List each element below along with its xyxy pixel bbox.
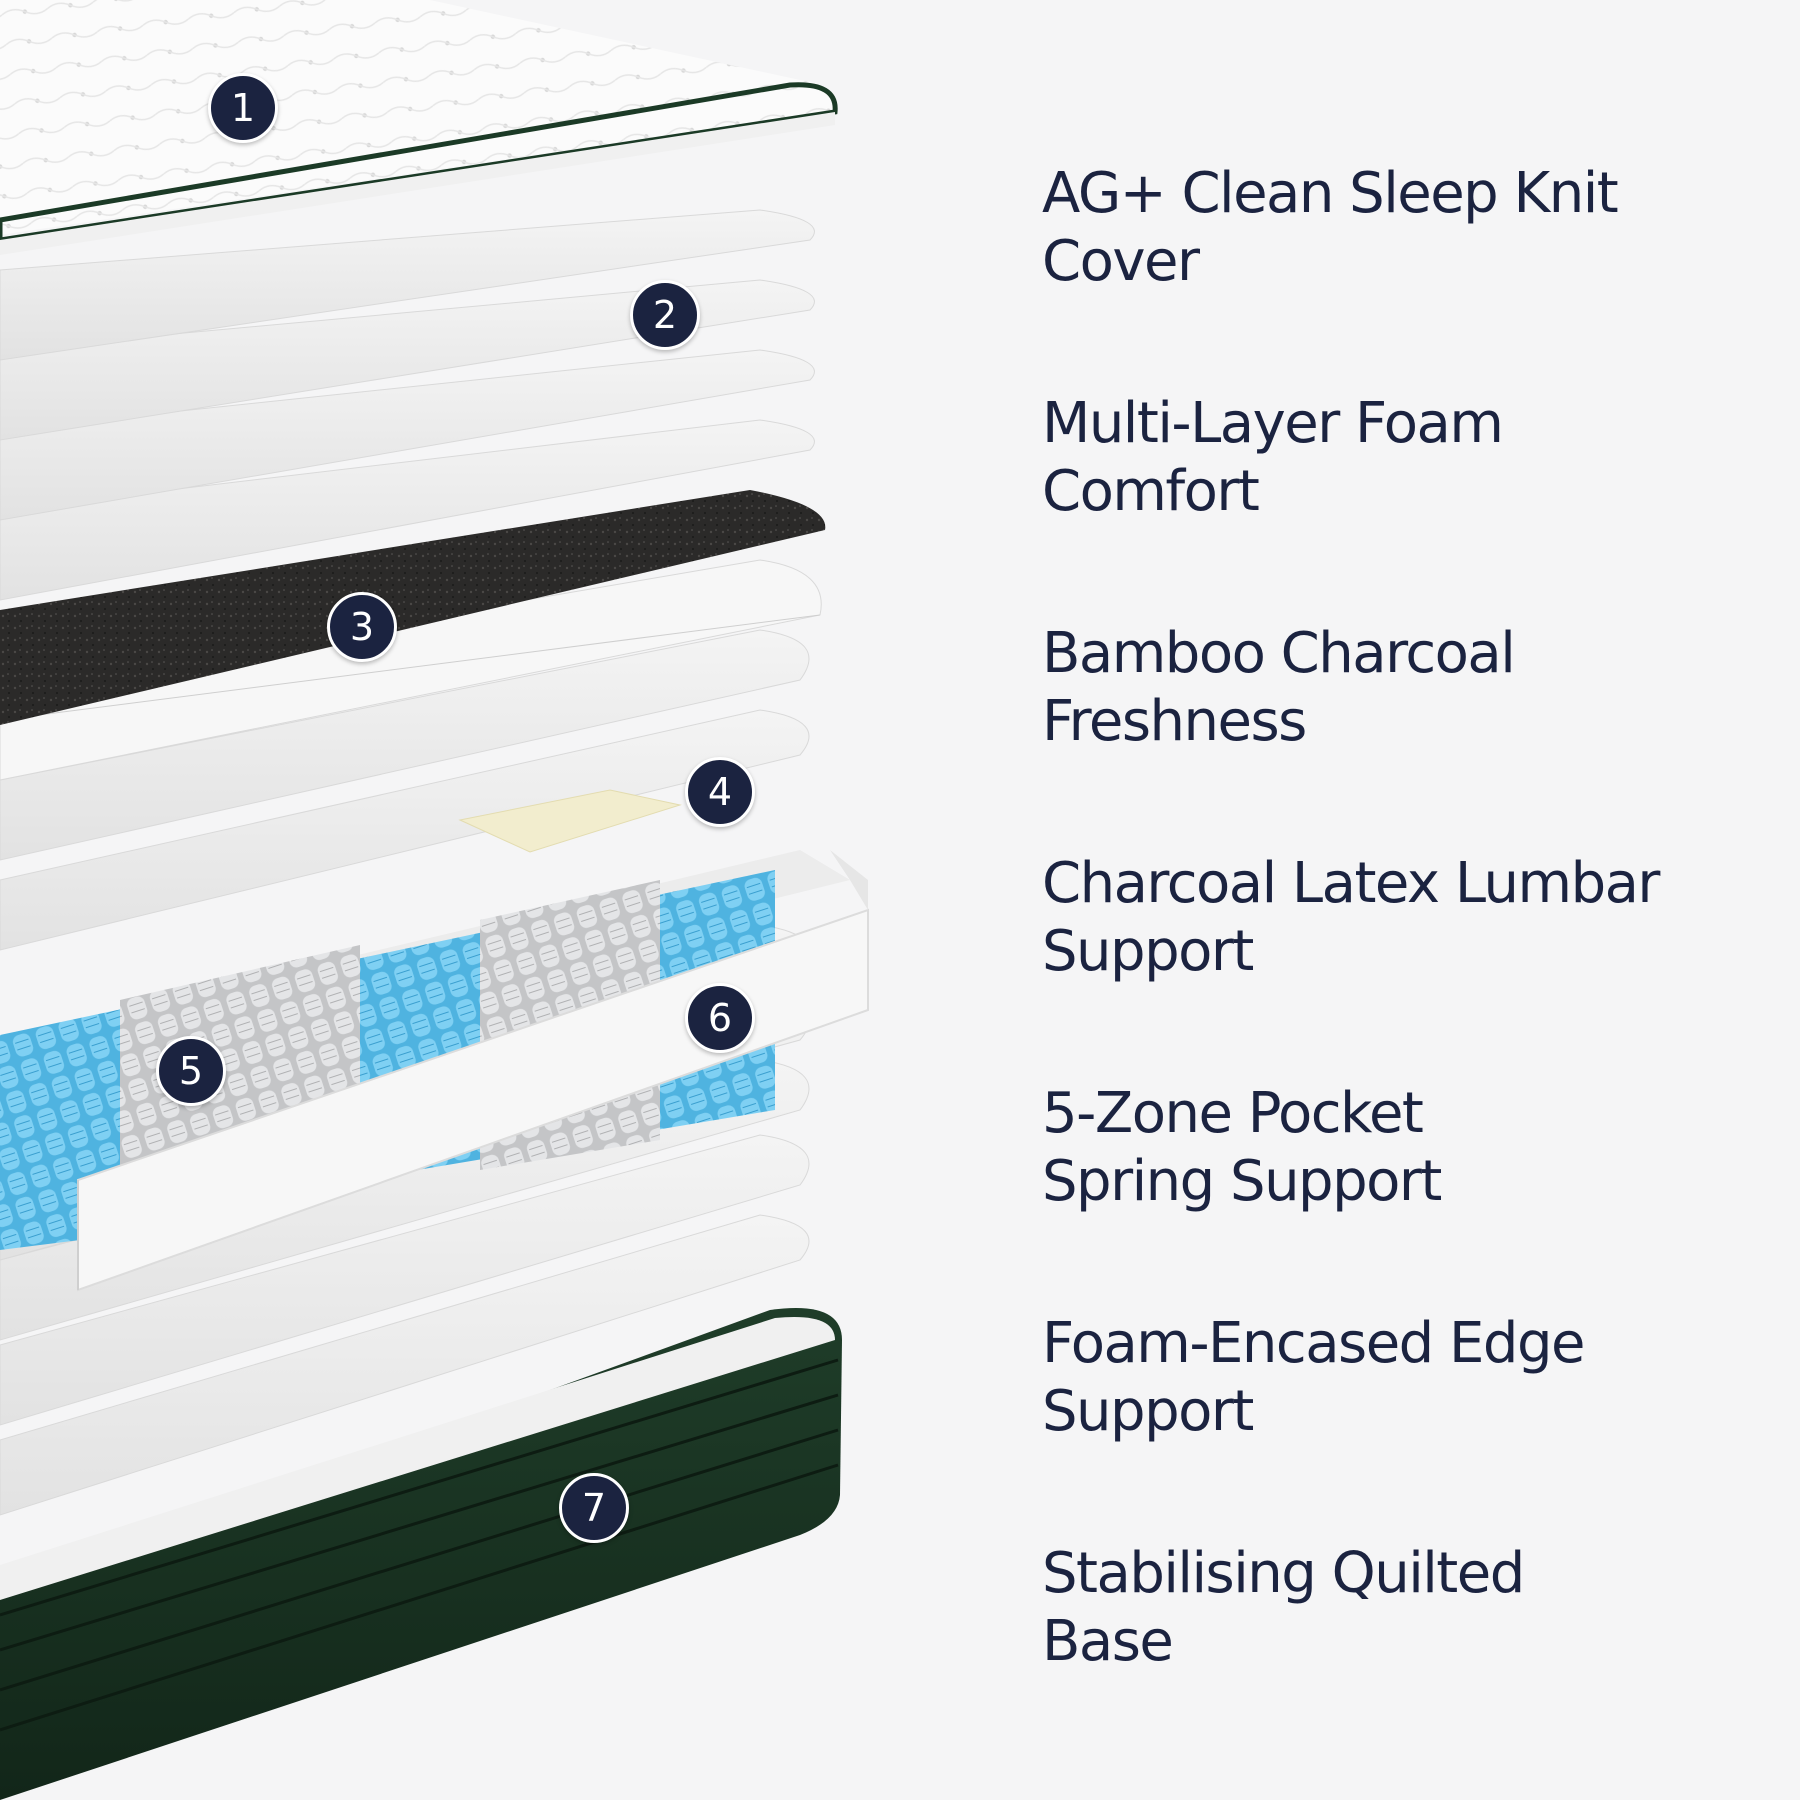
layer-label-item: Charcoal Latex Lumbar Support [1042,850,1762,1080]
layer-label-7: Stabilising Quilted Base [1042,1541,1525,1674]
middle-foam-layers [0,559,822,951]
pocket-spring-unit [0,850,869,1292]
layer-label-item: Foam-Encased Edge Support [1042,1310,1762,1540]
layer-marker-2: 2 [630,280,700,350]
layer-label-item: Bamboo Charcoal Freshness [1042,620,1762,850]
layer-label-5: 5-Zone Pocket Spring Support [1042,1081,1442,1214]
layer-label-item: Stabilising Quilted Base [1042,1540,1762,1770]
knit-cover-layer [0,0,838,255]
mattress-layers-illustration [0,0,869,1800]
layer-label-item: Multi-Layer Foam Comfort [1042,390,1762,620]
layer-label-4: Charcoal Latex Lumbar Support [1042,851,1660,984]
layer-marker-3: 3 [327,592,397,662]
upper-foam-layers [0,209,815,601]
bamboo-charcoal-layer [0,490,826,725]
layer-label-list: AG+ Clean Sleep Knit Cover Multi-Layer F… [1042,160,1762,1770]
layer-label-item: AG+ Clean Sleep Knit Cover [1042,160,1762,390]
layer-label-6: Foam-Encased Edge Support [1042,1311,1585,1444]
layer-label-1: AG+ Clean Sleep Knit Cover [1042,161,1619,294]
layer-marker-4: 4 [685,757,755,827]
layer-marker-6: 6 [685,983,755,1053]
layer-label-2: Multi-Layer Foam Comfort [1042,391,1504,524]
layer-marker-7: 7 [559,1473,629,1543]
layer-label-3: Bamboo Charcoal Freshness [1042,621,1516,754]
layer-marker-5: 5 [156,1036,226,1106]
layer-marker-1: 1 [208,73,278,143]
quilted-base-layer [0,1308,842,1800]
layer-label-item: 5-Zone Pocket Spring Support [1042,1080,1762,1310]
